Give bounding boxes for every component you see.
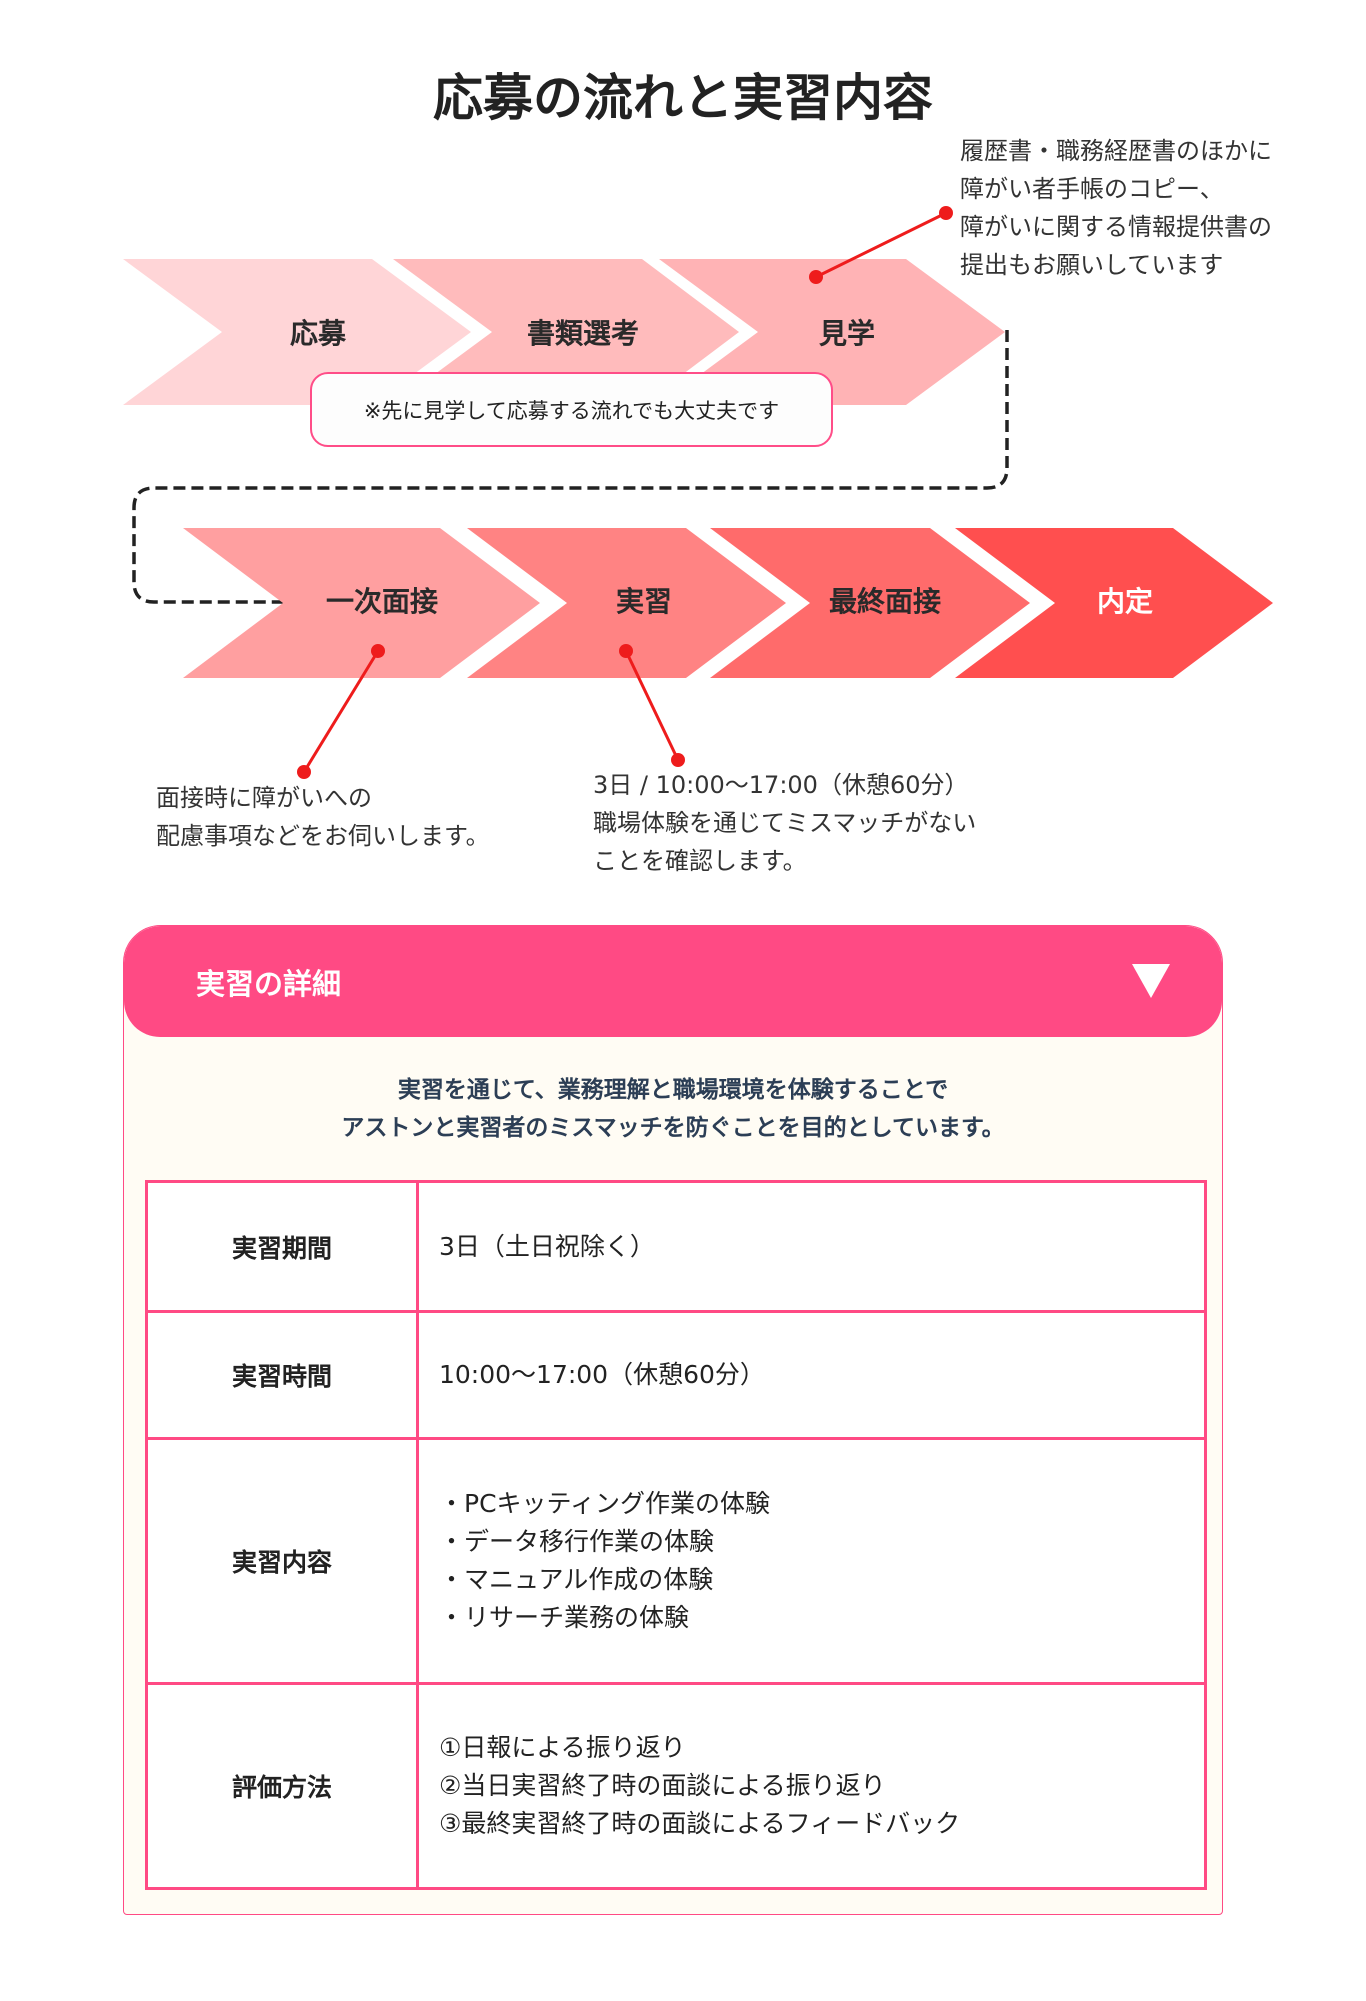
annotation-line: 提出もお願いしています	[960, 251, 1224, 279]
value-line: ・データ移行作業の体験	[439, 1527, 715, 1556]
accordion-header[interactable]: 実習の詳細	[124, 926, 1222, 1037]
value-line: 3日（土日祝除く）	[439, 1231, 655, 1261]
row-value: 10:00〜17:00（休憩60分）	[416, 1310, 1207, 1440]
step-label-screening: 書類選考	[526, 317, 640, 350]
chevron-internship	[467, 528, 786, 678]
value-line: ③最終実習終了時の面談によるフィードバック	[439, 1809, 961, 1838]
details-intro: 実習を通じて、業務理解と職場環境を体験することで アストンと実習者のミスマッチを…	[124, 1071, 1222, 1147]
annotation-line: 障がいに関する情報提供書の	[960, 213, 1272, 241]
table-row: 実習期間 3日（土日祝除く）	[145, 1180, 1207, 1313]
step-label-apply: 応募	[289, 317, 347, 350]
table-row: 実習内容 ・PCキッティング作業の体験 ・データ移行作業の体験 ・マニュアル作成…	[145, 1437, 1207, 1685]
chevron-first-interview	[183, 528, 540, 678]
value-line: ・マニュアル作成の体験	[439, 1565, 714, 1594]
table-row: 評価方法 ①日報による振り返り ②当日実習終了時の面談による振り返り ③最終実習…	[145, 1682, 1207, 1890]
row-value: ①日報による振り返り ②当日実習終了時の面談による振り返り ③最終実習終了時の面…	[416, 1682, 1207, 1890]
annotation-line: 配慮事項などをお伺いします。	[156, 822, 490, 850]
chevron-offer	[955, 528, 1273, 678]
row-label: 実習内容	[145, 1437, 419, 1685]
value-line: ②当日実習終了時の面談による振り返り	[439, 1771, 886, 1800]
annotation-internship: 3日 / 10:00〜17:00（休憩60分） 職場体験を通じてミスマッチがない…	[593, 766, 976, 880]
step-label-final-interview: 最終面接	[828, 585, 942, 618]
chevron-apply	[123, 259, 471, 405]
row-value: ・PCキッティング作業の体験 ・データ移行作業の体験 ・マニュアル作成の体験 ・…	[416, 1437, 1207, 1685]
step-label-internship: 実習	[615, 585, 673, 618]
callout-internship	[619, 644, 685, 767]
annotation-visit: 履歴書・職務経歴書のほかに 障がい者手帳のコピー、 障がいに関する情報提供書の …	[960, 132, 1272, 284]
step-label-first-interview: 一次面接	[325, 585, 439, 618]
intro-line: 実習を通じて、業務理解と職場環境を体験することで	[397, 1077, 949, 1103]
annotation-interview: 面接時に障がいへの 配慮事項などをお伺いします。	[156, 779, 490, 855]
chevron-final-interview	[710, 528, 1030, 678]
details-table: 実習期間 3日（土日祝除く） 実習時間 10:00〜17:00（休憩60分） 実…	[145, 1180, 1207, 1890]
callout-visit	[809, 206, 953, 284]
callout-interview	[297, 644, 385, 779]
annotation-line: 履歴書・職務経歴書のほかに	[960, 137, 1272, 165]
flow-diagram	[123, 206, 1273, 779]
triangle-down-icon[interactable]	[1132, 964, 1170, 998]
dashed-connector	[132, 330, 1009, 604]
accordion-title: 実習の詳細	[196, 966, 342, 1001]
chevron-screening	[393, 259, 739, 405]
annotation-line: ことを確認します。	[593, 847, 807, 875]
value-line: ・PCキッティング作業の体験	[439, 1489, 771, 1518]
annotation-line: 3日 / 10:00〜17:00（休憩60分）	[593, 771, 969, 799]
internship-details-accordion: 実習の詳細 実習を通じて、業務理解と職場環境を体験することで アストンと実習者の…	[123, 925, 1223, 1915]
page-title: 応募の流れと実習内容	[433, 69, 933, 127]
value-line: ①日報による振り返り	[439, 1733, 686, 1762]
chevron-visit	[659, 259, 1005, 405]
annotation-line: 面接時に障がいへの	[156, 784, 372, 812]
value-line: 10:00〜17:00（休憩60分）	[439, 1360, 765, 1389]
intro-line: アストンと実習者のミスマッチを防ぐことを目的としています。	[341, 1115, 1005, 1141]
table-row: 実習時間 10:00〜17:00（休憩60分）	[145, 1310, 1207, 1440]
row-label: 実習時間	[145, 1310, 419, 1440]
note-box: ※先に見学して応募する流れでも大丈夫です	[310, 372, 833, 447]
value-line: ・リサーチ業務の体験	[439, 1603, 690, 1632]
annotation-line: 職場体験を通じてミスマッチがない	[593, 809, 977, 837]
row-label: 実習期間	[145, 1180, 419, 1313]
annotation-line: 障がい者手帳のコピー、	[960, 175, 1224, 203]
step-label-offer: 内定	[1096, 585, 1154, 618]
row-label: 評価方法	[145, 1682, 419, 1890]
step-label-visit: 見学	[818, 317, 876, 350]
row-value: 3日（土日祝除く）	[416, 1180, 1207, 1313]
